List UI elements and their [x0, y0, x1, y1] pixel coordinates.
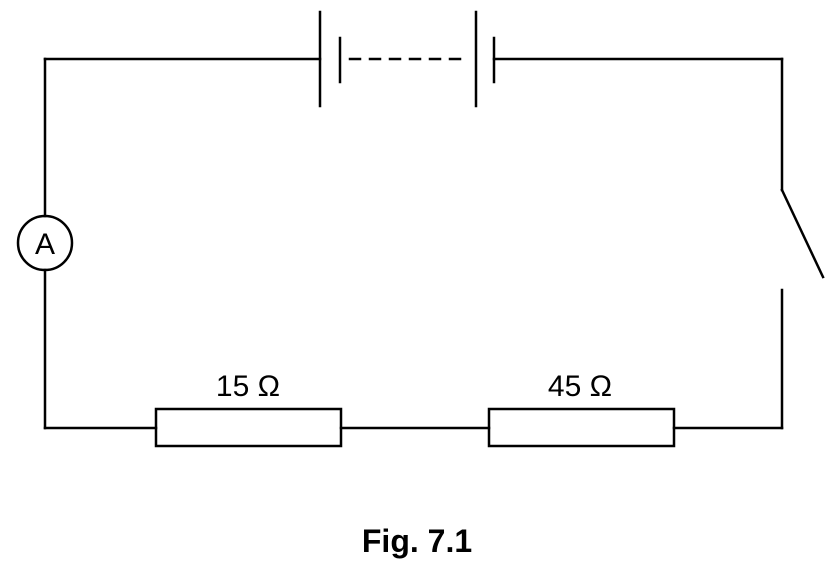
figure-caption: Fig. 7.1 [362, 523, 472, 559]
battery-symbol [318, 10, 496, 108]
switch-blade [780, 188, 825, 279]
ammeter-symbol: A [16, 214, 74, 272]
resistor-45-label: 45 Ω [548, 370, 612, 403]
resistor-45 [487, 407, 676, 448]
resistor-15-label: 15 Ω [216, 370, 280, 403]
ammeter-label: A [35, 228, 55, 261]
resistor-15 [154, 407, 343, 448]
